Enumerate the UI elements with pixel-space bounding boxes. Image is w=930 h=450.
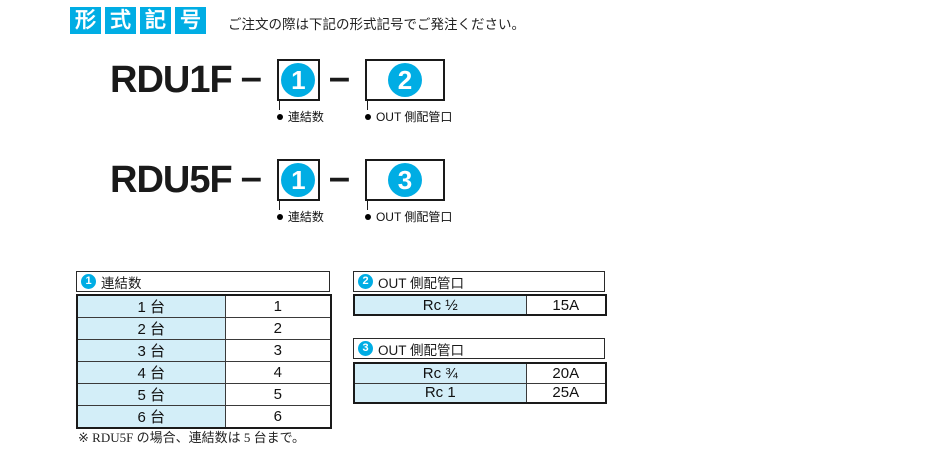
option-cell: 2 台 — [76, 317, 226, 340]
slot-number-circle: 2 — [387, 63, 422, 97]
slot-tag: 連結数 — [276, 108, 324, 125]
option-cell: 6 台 — [76, 405, 226, 429]
table-title: OUT 側配管口 — [378, 275, 465, 291]
table-number-circle: 3 — [358, 341, 373, 356]
code-cell: 3 — [224, 339, 332, 362]
model-code-diagram-rdu1f: RDU1F – 1 連結数 – 2 OUT 側配管口 — [110, 57, 452, 124]
bullet-icon — [276, 113, 283, 120]
table-number-circle: 2 — [358, 274, 373, 289]
code-cell: 6 — [224, 405, 332, 429]
table-title: OUT 側配管口 — [378, 342, 465, 358]
table-number-circle: 1 — [81, 274, 96, 289]
code-slot-box: 2 OUT 側配管口 — [364, 59, 452, 124]
code-dash: – — [240, 157, 262, 199]
code-cell: 5 — [224, 383, 332, 406]
table-header-out-port-3: 3 OUT 側配管口 — [353, 338, 605, 359]
table-row: 2 台 2 — [76, 317, 332, 340]
code-slot-box: 1 連結数 — [276, 159, 324, 224]
slot-tag: 連結数 — [276, 208, 324, 225]
code-slot-box: 1 連結数 — [276, 59, 324, 124]
code-dash: – — [240, 57, 262, 99]
code-dash: – — [328, 57, 350, 99]
footnote-text: ※ RDU5F の場合、連結数は 5 台まで。 — [78, 430, 306, 445]
out-port-table-2: Rc ½ 15A — [353, 294, 607, 316]
slot-tag: OUT 側配管口 — [364, 108, 453, 125]
table-row: Rc ¾ 20A — [353, 362, 607, 384]
leader-line — [278, 99, 280, 110]
bullet-icon — [364, 213, 371, 220]
badge-char: 号 — [175, 7, 206, 34]
slot-label: OUT 側配管口 — [375, 210, 453, 224]
option-cell: Rc 1 — [353, 382, 527, 404]
badge-char: 記 — [140, 7, 171, 34]
leader-line — [366, 199, 368, 210]
slot-number-circle: 3 — [387, 163, 422, 197]
option-cell: 3 台 — [76, 339, 226, 362]
option-cell: 5 台 — [76, 383, 226, 406]
model-code-diagram-rdu5f: RDU5F – 1 連結数 – 3 OUT 側配管口 — [110, 157, 452, 224]
table-header-renketsu: 1 連結数 — [76, 271, 330, 292]
slot-label: 連結数 — [287, 210, 324, 224]
table-header-out-port-2: 2 OUT 側配管口 — [353, 271, 605, 292]
model-name: RDU5F — [110, 159, 233, 201]
badge-char: 形 — [70, 7, 101, 34]
option-cell: 4 台 — [76, 361, 226, 384]
code-slot-box: 3 OUT 側配管口 — [364, 159, 452, 224]
table-row: 5 台 5 — [76, 383, 332, 406]
bullet-icon — [276, 213, 283, 220]
code-cell: 25A — [525, 382, 607, 404]
table-row: 4 台 4 — [76, 361, 332, 384]
option-cell: Rc ½ — [353, 294, 527, 316]
badge-char: 式 — [105, 7, 136, 34]
leader-line — [278, 199, 280, 210]
bullet-icon — [364, 113, 371, 120]
code-dash: – — [328, 157, 350, 199]
order-instruction-text: ご注文の際は下記の形式記号でご発注ください。 — [228, 17, 525, 32]
model-name: RDU1F — [110, 59, 233, 101]
leader-line — [366, 99, 368, 110]
table-row: Rc 1 25A — [353, 382, 607, 404]
renketsu-table: 1 台 1 2 台 2 3 台 3 4 台 4 5 台 5 6 台 6 — [76, 294, 332, 429]
out-port-table-3: Rc ¾ 20A Rc 1 25A — [353, 362, 607, 404]
code-cell: 1 — [224, 294, 332, 318]
table-row: Rc ½ 15A — [353, 294, 607, 316]
code-cell: 4 — [224, 361, 332, 384]
table-title: 連結数 — [101, 275, 142, 291]
slot-label: 連結数 — [287, 110, 324, 124]
code-cell: 20A — [525, 362, 607, 384]
table-row: 1 台 1 — [76, 294, 332, 318]
option-cell: Rc ¾ — [353, 362, 527, 384]
option-cell: 1 台 — [76, 294, 226, 318]
slot-number-circle: 1 — [281, 163, 316, 197]
table-row: 3 台 3 — [76, 339, 332, 362]
table-row: 6 台 6 — [76, 405, 332, 429]
code-cell: 2 — [224, 317, 332, 340]
slot-tag: OUT 側配管口 — [364, 208, 453, 225]
code-cell: 15A — [525, 294, 607, 316]
section-badge: 形 式 記 号 — [70, 7, 206, 34]
slot-number-circle: 1 — [281, 63, 316, 97]
slot-label: OUT 側配管口 — [375, 110, 453, 124]
